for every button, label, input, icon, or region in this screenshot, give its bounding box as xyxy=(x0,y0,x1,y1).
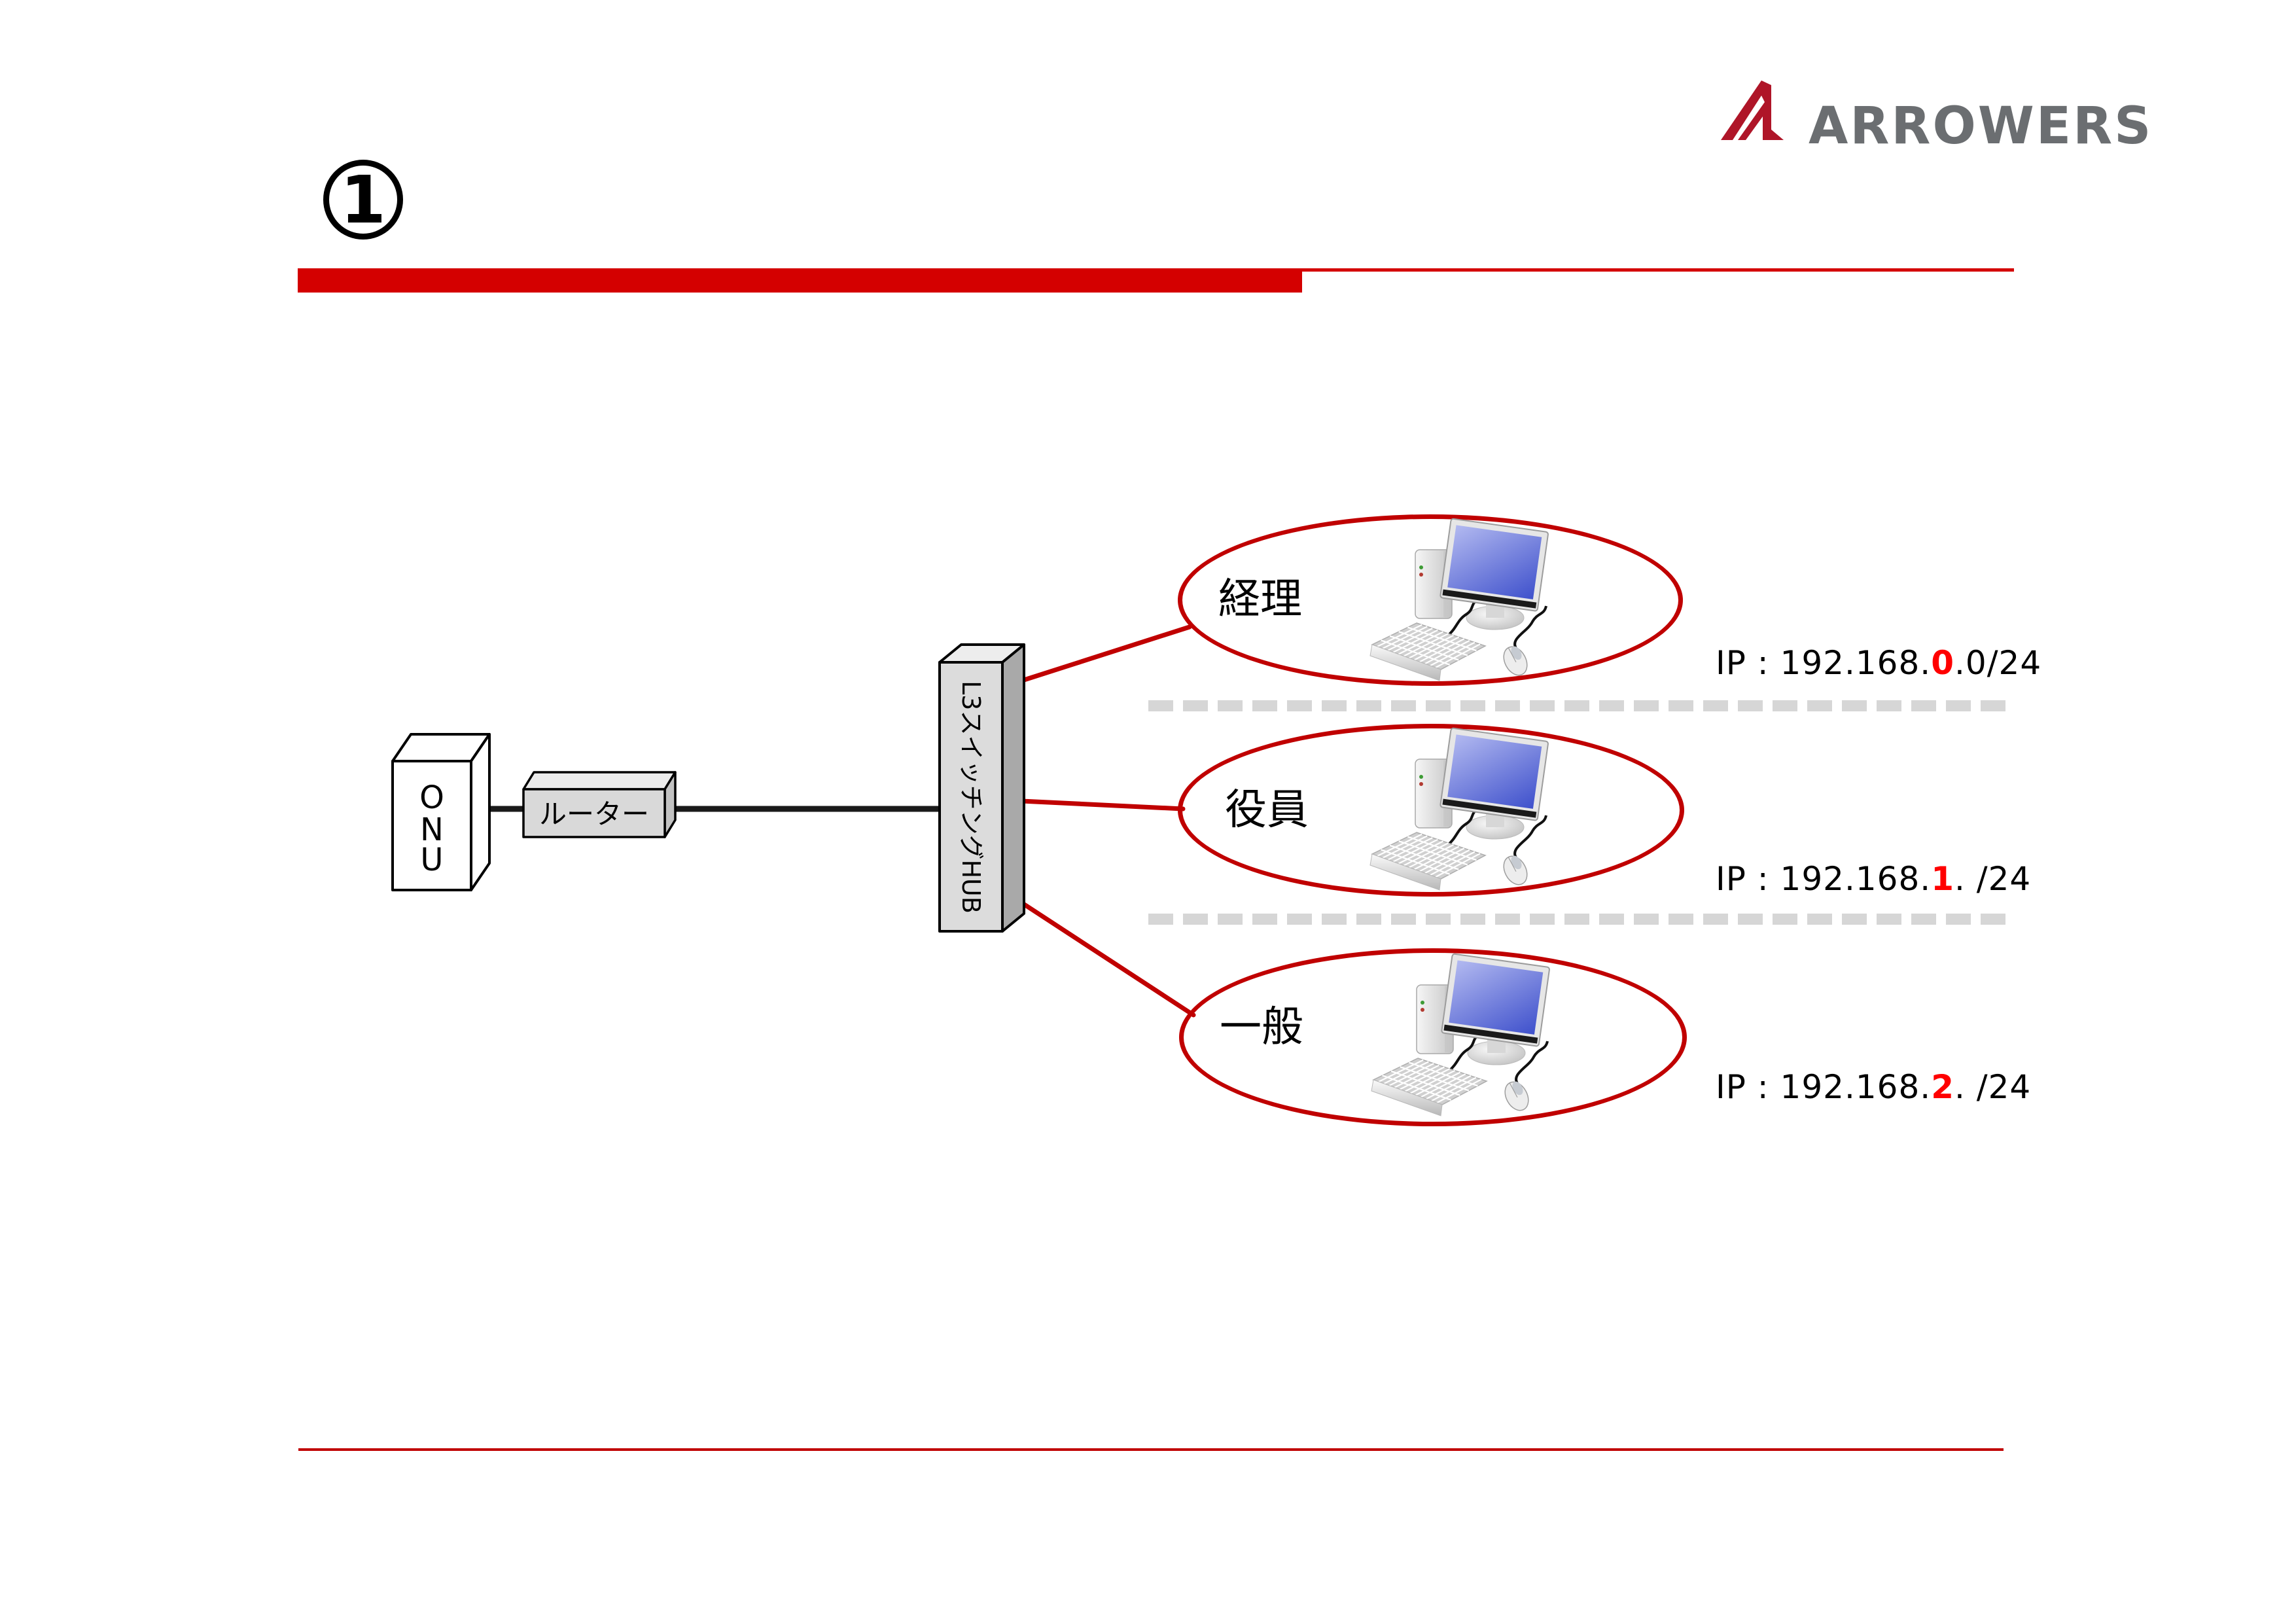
onu-device: O N U xyxy=(391,733,491,891)
group-label-ippan: 一般 xyxy=(1220,1003,1303,1052)
ip-suffix: .0/24 xyxy=(1954,644,2042,682)
ip-address-yakuin: IP : 192.168.1. /24 xyxy=(1716,863,2031,895)
footer-divider-line xyxy=(298,1448,2004,1451)
l3-switch-hub-device: L3スイッチングHUB xyxy=(938,643,1025,933)
header-accent-line xyxy=(1302,268,2014,272)
onu-label-char: O xyxy=(419,779,444,816)
group-ellipse-ippan xyxy=(1179,948,1687,1126)
ip-suffix: . /24 xyxy=(1954,860,2032,898)
ip-subnet-octet: 1 xyxy=(1931,860,1954,898)
workstation-icon xyxy=(1370,952,1551,1117)
hub-label: L3スイッチングHUB xyxy=(957,681,985,914)
group-label-yakuin: 役員 xyxy=(1225,786,1309,834)
ip-prefix: IP : 192.168. xyxy=(1716,1068,1932,1106)
arrowers-logo-icon xyxy=(1721,80,1784,140)
segment-divider-1 xyxy=(1148,700,2005,711)
onu-label-char: N xyxy=(420,812,444,848)
workstation-icon xyxy=(1369,726,1550,891)
logo-text: ARROWERS xyxy=(1809,97,2153,156)
ip-subnet-octet: 0 xyxy=(1931,644,1954,682)
slide-number-badge: 1 xyxy=(323,160,403,240)
workstation-icon xyxy=(1369,517,1550,682)
group-ellipse-keiri xyxy=(1178,514,1683,686)
ip-address-keiri: IP : 192.168.0.0/24 xyxy=(1716,647,2041,679)
slide-number: 1 xyxy=(340,161,386,238)
ip-address-ippan: IP : 192.168.2. /24 xyxy=(1716,1071,2031,1103)
company-logo: ARROWERS xyxy=(1720,80,2153,152)
router-label: ルーター xyxy=(539,798,649,830)
ip-prefix: IP : 192.168. xyxy=(1716,860,1932,898)
segment-divider-2 xyxy=(1148,914,2005,925)
header-accent-bar xyxy=(298,268,1302,293)
ip-suffix: . /24 xyxy=(1954,1068,2032,1106)
router-device: ルーター xyxy=(522,771,677,838)
ip-subnet-octet: 2 xyxy=(1931,1068,1954,1106)
onu-label-char: U xyxy=(420,842,443,878)
group-label-keiri: 経理 xyxy=(1218,575,1302,624)
ip-prefix: IP : 192.168. xyxy=(1716,644,1932,682)
group-ellipse-yakuin xyxy=(1178,724,1684,897)
